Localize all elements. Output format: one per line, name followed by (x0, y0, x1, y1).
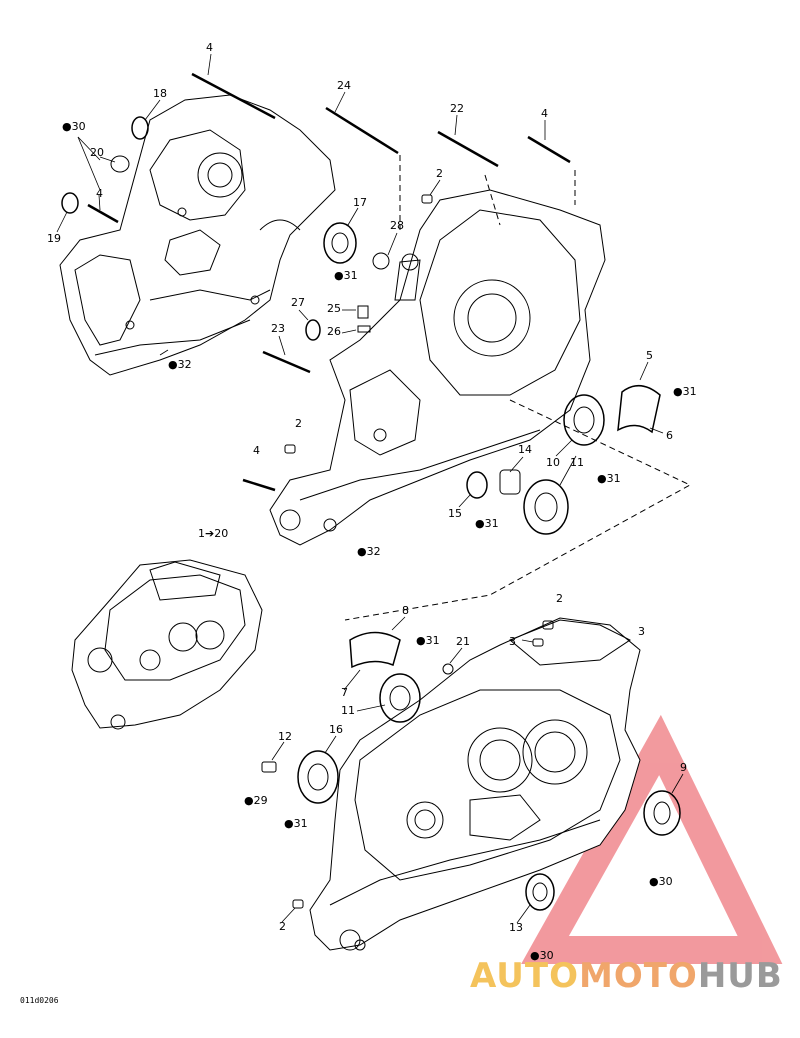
callout-22: 22 (450, 102, 464, 115)
callout-21: 21 (456, 635, 470, 648)
callout-4: 4 (206, 41, 213, 54)
callout-15: 15 (448, 507, 462, 520)
callout-10: 10 (546, 456, 560, 469)
callout-28: 28 (390, 219, 404, 232)
callout-7: 7 (341, 686, 348, 699)
upper-right-crankcase-half (242, 106, 692, 621)
callout-16: 16 (329, 723, 343, 736)
callout-11: 11 (570, 456, 584, 469)
callout-17: 17 (353, 196, 367, 209)
callout-31-text: 31 (343, 269, 358, 282)
callout-32-text: 32 (177, 358, 192, 371)
callout-32-text: 32 (366, 545, 381, 558)
callout-4: 4 (541, 107, 548, 120)
callout-18: 18 (153, 87, 167, 100)
callout-31-text: 31 (484, 517, 499, 530)
callout-2: 2 (279, 920, 286, 933)
callout-leaders (56, 53, 684, 924)
callout-31-oil: ●31 (597, 472, 621, 485)
callout-3: 3 (638, 625, 645, 638)
callout-30-text: 30 (539, 949, 554, 962)
callout-31-text: 31 (606, 472, 621, 485)
figure-reference-code: 011d0206 (20, 996, 59, 1005)
watermark-auto: AUTO (470, 956, 579, 996)
callout-23: 23 (271, 322, 285, 335)
callout-31-oil: ●31 (334, 269, 358, 282)
callout-4: 4 (96, 187, 103, 200)
callout-32-oil: ●32 (168, 358, 192, 371)
watermark-brand-text: AUTOMOTOHUB (470, 956, 783, 996)
callout-31-text: 31 (682, 385, 697, 398)
callout-19: 19 (47, 232, 61, 245)
callout-11: 11 (341, 704, 355, 717)
watermark-hub: HUB (697, 956, 783, 996)
callout-30-oil: ●30 (62, 120, 86, 133)
callout-27: 27 (291, 296, 305, 309)
callout-14: 14 (518, 443, 532, 456)
callout-2: 2 (295, 417, 302, 430)
callout-5: 5 (646, 349, 653, 362)
lower-crankcase-half (261, 617, 681, 951)
assembled-crankcase-thumbnail (71, 559, 263, 730)
callout-2: 2 (436, 167, 443, 180)
callout-25: 25 (327, 302, 341, 315)
callout-6: 6 (666, 429, 673, 442)
callout-31-oil: ●31 (284, 817, 308, 830)
callout-8: 8 (402, 604, 409, 617)
callout-30-text: 30 (71, 120, 86, 133)
callout-31-text: 31 (293, 817, 308, 830)
callout-9: 9 (680, 761, 687, 774)
callout-4: 4 (253, 444, 260, 457)
callout-29-oil: ●29 (244, 794, 268, 807)
watermark-logo-triangle (521, 714, 783, 964)
callout-31-oil: ●31 (475, 517, 499, 530)
callout-20: 20 (90, 146, 104, 159)
callout-31-oil: ●31 (416, 634, 440, 647)
callout-30-oil: ●30 (530, 949, 554, 962)
callout-29-text: 29 (253, 794, 268, 807)
callout-26: 26 (327, 325, 341, 338)
callout-24: 24 (337, 79, 351, 92)
callout-2: 2 (556, 592, 563, 605)
callout-13: 13 (509, 921, 523, 934)
callout-3: 3 (509, 635, 516, 648)
callout-1-to-20: 1➔20 (198, 527, 229, 540)
callout-30-text: 30 (658, 875, 673, 888)
watermark-moto: MOTO (578, 956, 698, 996)
callout-32-oil: ●32 (357, 545, 381, 558)
callout-31-text: 31 (425, 634, 440, 647)
callout-12: 12 (278, 730, 292, 743)
callout-31-oil: ●31 (673, 385, 697, 398)
upper-left-crankcase-half (59, 72, 357, 376)
callout-30-oil: ●30 (649, 875, 673, 888)
